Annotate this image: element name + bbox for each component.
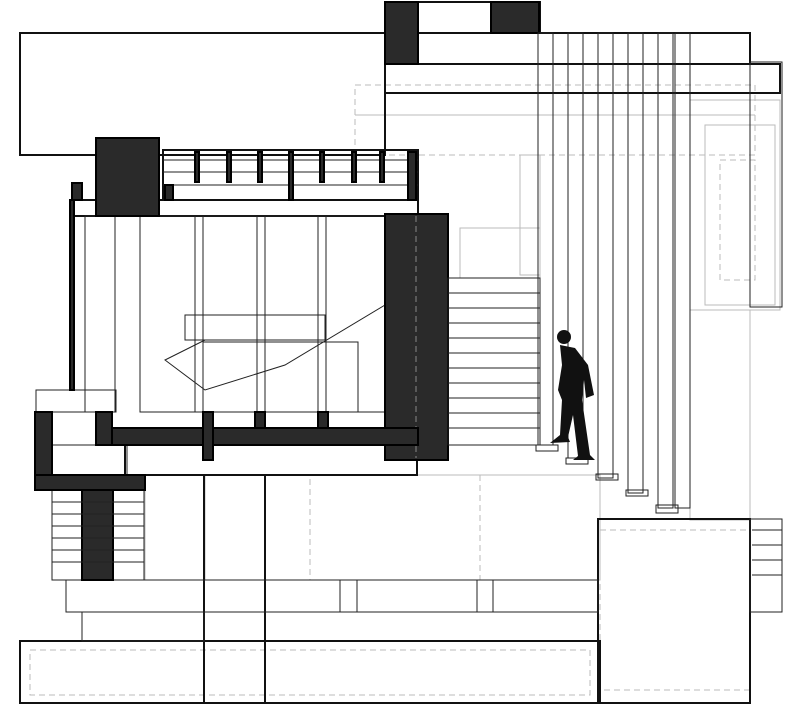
upper-railing: [69, 149, 419, 391]
main-stair: [447, 277, 541, 446]
person-silhouette-icon: [550, 330, 595, 460]
lower-stair: [52, 501, 783, 613]
solid-elements: [34, 1, 540, 581]
vertical-columns: [535, 32, 691, 514]
